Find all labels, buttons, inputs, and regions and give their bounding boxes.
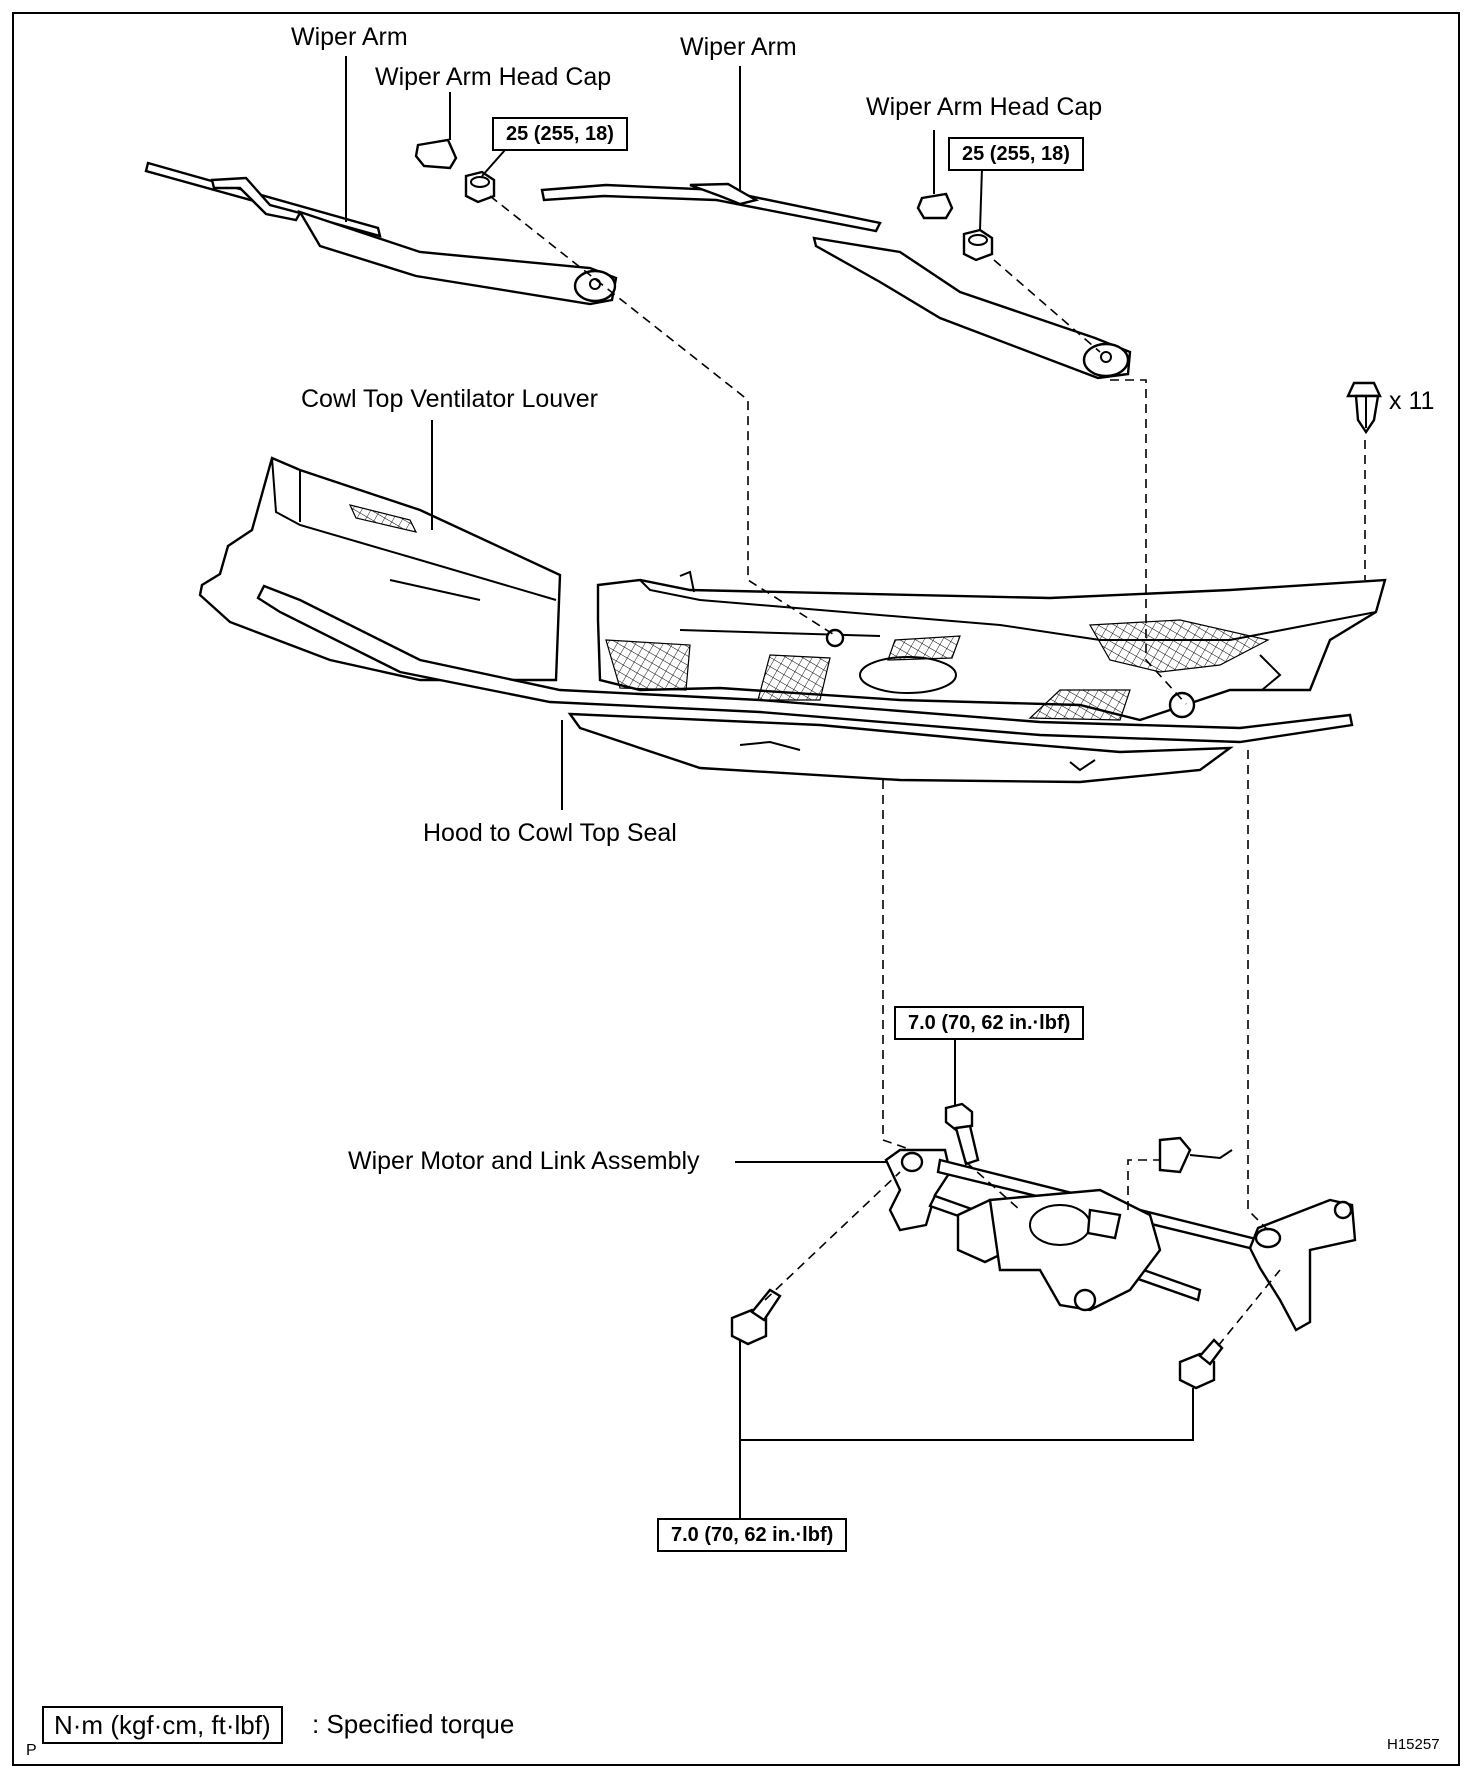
- motor-bolt-top: [944, 1102, 980, 1166]
- figure-id: H15257: [1387, 1736, 1440, 1753]
- label-wiper-arm-head-cap-right: Wiper Arm Head Cap: [866, 93, 1103, 121]
- motor-bolt-bottom-right: [1178, 1338, 1224, 1390]
- right-nut: [962, 228, 994, 262]
- left-wiper-arm: [144, 161, 618, 306]
- motor-bolt-bottom-left: [730, 1288, 782, 1346]
- torque-motor-bolt-bottom: 7.0 (70, 62 in.·lbf): [657, 1518, 848, 1552]
- legend-torque-unit-box: N·m (kgf·cm, ft·lbf): [42, 1706, 283, 1744]
- label-cowl-top-ventilator-louver: Cowl Top Ventilator Louver: [301, 385, 598, 413]
- label-hood-to-cowl-top-seal: Hood to Cowl Top Seal: [423, 819, 677, 847]
- torque-motor-bolt-top: 7.0 (70, 62 in.·lbf): [894, 1006, 1085, 1040]
- alignment-lines: [489, 195, 1366, 1347]
- wiper-motor-and-link-assembly: [884, 1136, 1357, 1332]
- left-nut: [464, 170, 496, 204]
- label-wiper-arm-head-cap-left: Wiper Arm Head Cap: [375, 63, 612, 91]
- clip-icon: [1346, 381, 1382, 435]
- leader-lines: [345, 56, 1194, 1540]
- legend-description: : Specified torque: [312, 1709, 515, 1739]
- torque-wiper-nut-right: 25 (255, 18): [948, 137, 1084, 171]
- right-wiper-arm: [540, 182, 1132, 380]
- label-wiper-arm-left: Wiper Arm: [291, 23, 408, 51]
- hood-to-cowl-top-seal: [256, 584, 1354, 784]
- left-head-cap: [414, 138, 458, 170]
- label-clip-count: x 11: [1389, 387, 1435, 415]
- cowl-top-ventilator-louver: [198, 456, 1387, 722]
- diagram-frame: [12, 12, 1460, 1766]
- right-head-cap: [916, 192, 954, 220]
- corner-mark: P: [26, 1742, 37, 1759]
- label-wiper-motor-and-link-assembly: Wiper Motor and Link Assembly: [348, 1147, 700, 1175]
- label-wiper-arm-right: Wiper Arm: [680, 33, 797, 61]
- torque-wiper-nut-left: 25 (255, 18): [492, 117, 628, 151]
